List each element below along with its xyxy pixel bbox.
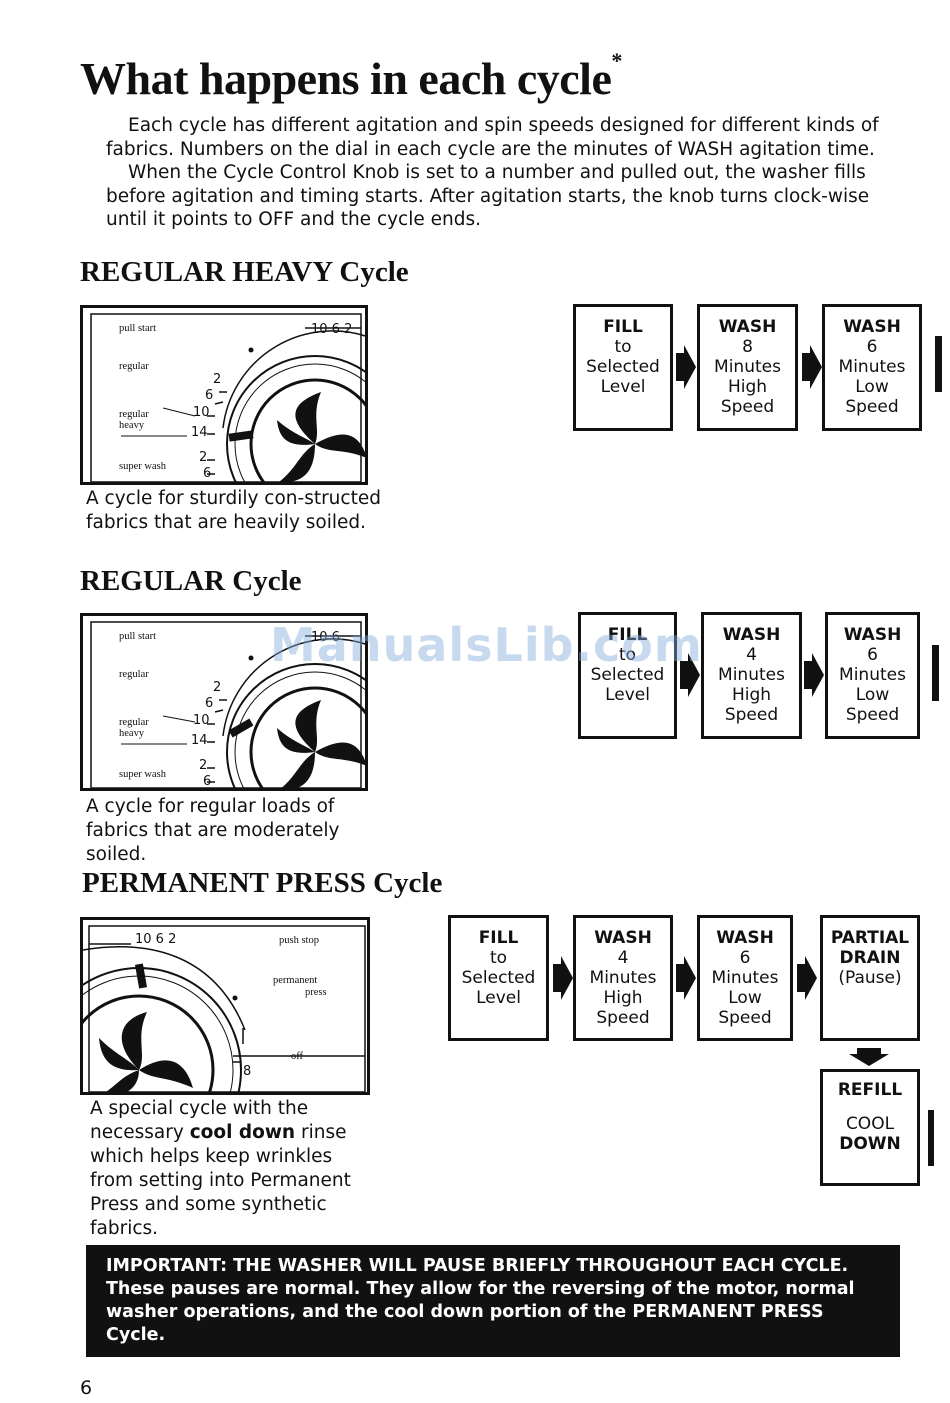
dial-label-heavy: heavy	[119, 420, 145, 431]
flow-arrow	[797, 956, 817, 1000]
dial-number: 2	[199, 450, 208, 465]
dial-label-heavy: heavy	[119, 728, 145, 739]
flow-arrow	[676, 956, 696, 1000]
dial-number: 2	[213, 680, 222, 695]
dial-label-super-wash: super wash	[119, 769, 166, 780]
dial-top-numbers: 10 6 2	[311, 322, 353, 337]
dial-label-push-stop: push stop	[279, 935, 319, 946]
dial-label-pull-start: pull start	[119, 631, 157, 642]
intro-paragraph-2: When the Cycle Control Knob is set to a …	[106, 162, 870, 230]
dial-label-regular: regular	[119, 669, 149, 680]
flow-arrow	[802, 345, 822, 389]
dial-number: 2	[199, 758, 208, 773]
dial-number: 14	[191, 733, 208, 748]
flow-arrow	[553, 956, 573, 1000]
dial-top-numbers: 10 6	[311, 630, 340, 645]
watermark: ManualsLib.com	[270, 618, 703, 672]
dial-label-super-wash: super wash	[119, 461, 166, 472]
dial-label-press: press	[305, 987, 327, 998]
dial-number: 6	[203, 466, 212, 481]
intro-text: Each cycle has different agitation and s…	[106, 114, 916, 232]
dial-illustration-regular-heavy: pull start regular regular heavy super w…	[80, 305, 368, 485]
dial-number: 10	[193, 405, 210, 420]
flow-arrow	[676, 345, 696, 389]
section-description-regular-heavy: A cycle for sturdily con-structed fabric…	[86, 488, 381, 533]
dial-number: 6	[205, 388, 214, 403]
intro-paragraph-1: Each cycle has different agitation and s…	[106, 115, 879, 160]
dial-label-permanent: permanent	[273, 975, 318, 986]
dial-number: 6	[203, 774, 212, 789]
dial-number: 2	[213, 372, 222, 387]
dial-label-regular: regular	[119, 361, 149, 372]
dial-number: 8	[243, 1064, 252, 1079]
section-description-permanent-press: A special cycle with the necessary cool …	[90, 1098, 351, 1239]
flow-arrow-edge	[928, 1110, 934, 1166]
section-heading-permanent-press: PERMANENT PRESS Cycle	[82, 867, 443, 899]
important-notice: IMPORTANT: THE WASHER WILL PAUSE BRIEFLY…	[86, 1245, 900, 1357]
dial-illustration-regular: pull start regular regular heavy super w…	[80, 613, 368, 791]
dial-label-regular-heavy: regular	[119, 717, 149, 728]
flow-arrow	[680, 653, 700, 697]
flow-arrow-down	[849, 1048, 889, 1066]
dial-label-pull-start: pull start	[119, 323, 157, 334]
dial-number: 10	[193, 713, 210, 728]
dial-top-numbers: 10 6 2	[135, 932, 177, 947]
section-heading-regular: REGULAR Cycle	[80, 565, 302, 597]
page-number: 6	[80, 1377, 93, 1399]
section-description-regular: A cycle for regular loads of fabrics tha…	[86, 796, 340, 865]
dial-number: 14	[191, 425, 208, 440]
flow-arrow	[804, 653, 824, 697]
dial-illustration-permanent-press: push stop permanent press off 10 6 2 8	[80, 917, 370, 1095]
section-heading-regular-heavy: REGULAR HEAVY Cycle	[80, 256, 409, 288]
page-title: What happens in each cycle*	[80, 48, 622, 104]
dial-number: 6	[205, 696, 214, 711]
flow-arrow-edge	[932, 645, 939, 701]
dial-label-off: off	[291, 1051, 304, 1062]
flow-arrow-edge	[935, 336, 942, 392]
dial-label-regular-heavy: regular	[119, 409, 149, 420]
